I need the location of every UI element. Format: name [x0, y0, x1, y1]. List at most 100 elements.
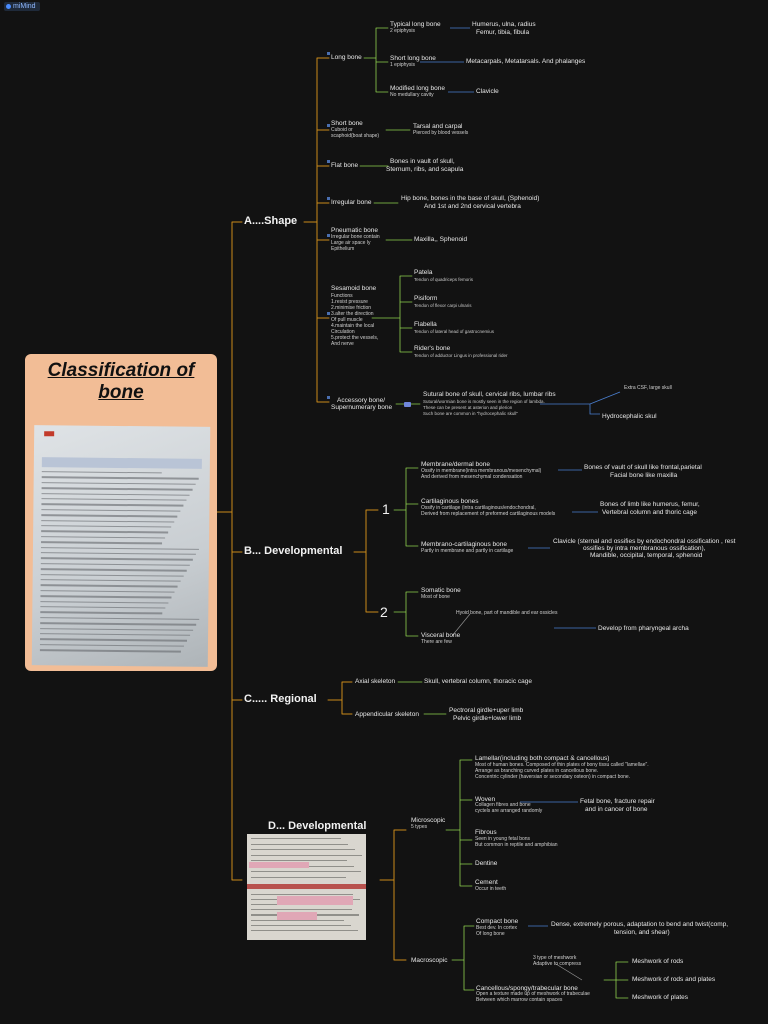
short-long-bone-ex[interactable]: Metacarpals, Metatarsals. And phalanges — [466, 58, 585, 65]
thumb-text-line — [251, 925, 351, 926]
hyoid-note: Hyoid bone, part of mandible and ear oss… — [456, 611, 557, 617]
flat-bone-ex1[interactable]: Bones in vault of skull, — [390, 158, 455, 165]
node-meshwork-plates[interactable]: Meshwork of plates — [632, 994, 688, 1001]
sesamoid-item-sub: Tendon of quadriceps femoris — [414, 277, 473, 282]
node-macroscopic[interactable]: Macroscopic — [411, 957, 447, 964]
photo-text-line — [41, 552, 196, 555]
app-badge[interactable]: miMind — [4, 2, 40, 11]
cartilaginous-sub2: Derived from replacement of preformed ca… — [421, 512, 555, 518]
thumb-text-line — [251, 855, 362, 856]
photo-text-line — [41, 563, 190, 566]
modified-long-bone-ex[interactable]: Clavicle — [476, 88, 499, 95]
photo-text-line — [42, 477, 199, 480]
thumb-text-line — [251, 930, 358, 931]
membrane-ex1[interactable]: Bones of vault of skull like frontal,par… — [584, 464, 702, 471]
thumb-text-line — [251, 849, 355, 850]
branch-shape[interactable]: A....Shape — [244, 215, 297, 228]
branch-regional[interactable]: C..... Regional — [244, 693, 317, 706]
node-sesamoid-bone[interactable]: Sesamoid bone — [331, 285, 376, 292]
irregular-bone-ex1[interactable]: Hip bone, bones in the base of skull, (S… — [401, 195, 539, 202]
node-sesamoid-item[interactable]: Patela — [414, 269, 432, 276]
appendicular-ex2: Pelvic girdle+lower limb — [453, 715, 521, 722]
pneumatic-ex[interactable]: Maxilla,, Sphenoid — [414, 236, 467, 243]
photo-text-line — [41, 536, 165, 539]
photo-text-line — [41, 525, 171, 528]
group-number-1[interactable]: 1 — [382, 501, 390, 517]
photo-text-line — [40, 633, 190, 636]
cartilaginous-ex1[interactable]: Bones of limb like humerus, femur, — [600, 501, 700, 508]
axial-ex[interactable]: Skull, vertebral column, thoracic cage — [424, 678, 532, 685]
visceral-sub: There are few — [421, 640, 452, 646]
membrano-ex3: Mandible, occipital, temporal, sphenoid — [590, 552, 702, 559]
visceral-ex[interactable]: Develop from pharyngeal archa — [598, 625, 689, 632]
node-hydrocephalic-skull[interactable]: Hydrocephalic skul — [602, 413, 657, 420]
photo-text-line — [40, 649, 181, 652]
accessory-desc2: These can be present at asterion and ple… — [423, 405, 512, 410]
branch-developmental-d[interactable]: D... Developmental — [268, 820, 366, 833]
photo-text-line — [42, 482, 196, 485]
histology-textbook-image — [247, 834, 366, 940]
branch-developmental[interactable]: B... Developmental — [244, 545, 342, 558]
attachment-icon[interactable] — [404, 402, 411, 407]
accessory-desc1: Sutural/wormian bone is mostly seen in t… — [423, 399, 545, 404]
photo-red-bar — [44, 431, 54, 436]
short-bone-ex2: Pierced by blood vessels — [413, 131, 468, 137]
photo-text-line — [40, 639, 187, 642]
woven-ex1[interactable]: Fetal bone, fracture repair — [580, 798, 655, 805]
node-meshwork-rods-plates[interactable]: Meshwork of rods and plates — [632, 976, 715, 983]
photo-text-line — [40, 601, 168, 604]
mimind-logo-icon — [6, 4, 11, 9]
node-flat-bone[interactable]: Flat bone — [331, 162, 358, 169]
group-number-2[interactable]: 2 — [380, 604, 388, 620]
central-node[interactable]: Classification of bone — [25, 354, 217, 671]
node-marker-icon — [327, 396, 330, 399]
cartilaginous-ex2: Vertebral column and thoric cage — [602, 509, 697, 516]
thumb-highlight — [317, 896, 353, 905]
node-dentine[interactable]: Dentine — [475, 860, 497, 867]
node-sesamoid-item[interactable]: Flabella — [414, 321, 437, 328]
sesamoid-item-sub: Tendon of flexor carpi ulnaris — [414, 303, 472, 308]
membrane-sub2: And derived from mesenchymal condensatio… — [421, 475, 522, 481]
thumb-text-line — [251, 909, 352, 910]
accessory-desc-title[interactable]: Sutural bone of skull, cervical ribs, lu… — [423, 391, 556, 398]
photo-text-line — [41, 520, 174, 523]
central-title: Classification of bone — [25, 360, 217, 404]
typical-long-bone-sub: 2 epiphysis — [390, 29, 415, 35]
node-long-bone[interactable]: Long bone — [331, 54, 362, 61]
accessory-desc3: Such bone are common in "hydrocephalic s… — [423, 411, 518, 416]
thumb-text-line — [251, 844, 348, 845]
pneumatic-sub3: Epithelium — [331, 247, 354, 253]
app-name: miMind — [13, 3, 36, 10]
photo-text-line — [40, 628, 193, 631]
thumb-text-line — [251, 894, 353, 895]
node-irregular-bone[interactable]: Irregular bone — [331, 199, 371, 206]
photo-text-line — [40, 595, 171, 598]
appendicular-ex1[interactable]: Pectroral girdle+uper limb — [449, 707, 523, 714]
compact-ex1[interactable]: Dense, extremely porous, adaptation to b… — [551, 921, 728, 928]
thumb-highlight — [277, 896, 317, 905]
photo-table-header — [42, 457, 202, 469]
node-sesamoid-item[interactable]: Rider's bone — [414, 345, 450, 352]
accessory-bone-title2: Supernumerary bone — [331, 404, 392, 411]
thumb-text-line — [251, 877, 346, 878]
photo-text-line — [41, 514, 177, 517]
typical-long-bone-ex2: Femur, tibia, fibula — [476, 29, 529, 36]
node-appendicular-skeleton[interactable]: Appendicular skeleton — [355, 711, 419, 718]
membrane-ex2: Facial bone like maxilla — [610, 472, 677, 479]
short-long-bone-sub: 1 epiphysis — [390, 63, 415, 69]
typical-long-bone-ex1[interactable]: Humerus, ulna, radius — [472, 21, 536, 28]
thumb-highlight — [249, 862, 309, 868]
lamellar-l3: Concentric cylinder (haversian or second… — [475, 775, 630, 781]
compact-l2: Of long bone — [476, 932, 505, 938]
node-axial-skeleton[interactable]: Axial skeleton — [355, 678, 395, 685]
membrano-sub: Partly in membrane and partly in cartila… — [421, 549, 513, 555]
thumb-text-line — [251, 838, 341, 839]
photo-text-line — [41, 509, 180, 512]
textbook-photo-image — [32, 425, 211, 667]
node-meshwork-rods[interactable]: Meshwork of rods — [632, 958, 683, 965]
photo-text-line — [40, 617, 199, 620]
photo-text-line — [41, 531, 168, 534]
irregular-bone-ex2: And 1st and 2nd cervical vertebra — [424, 203, 521, 210]
node-sesamoid-item[interactable]: Pisiform — [414, 295, 437, 302]
